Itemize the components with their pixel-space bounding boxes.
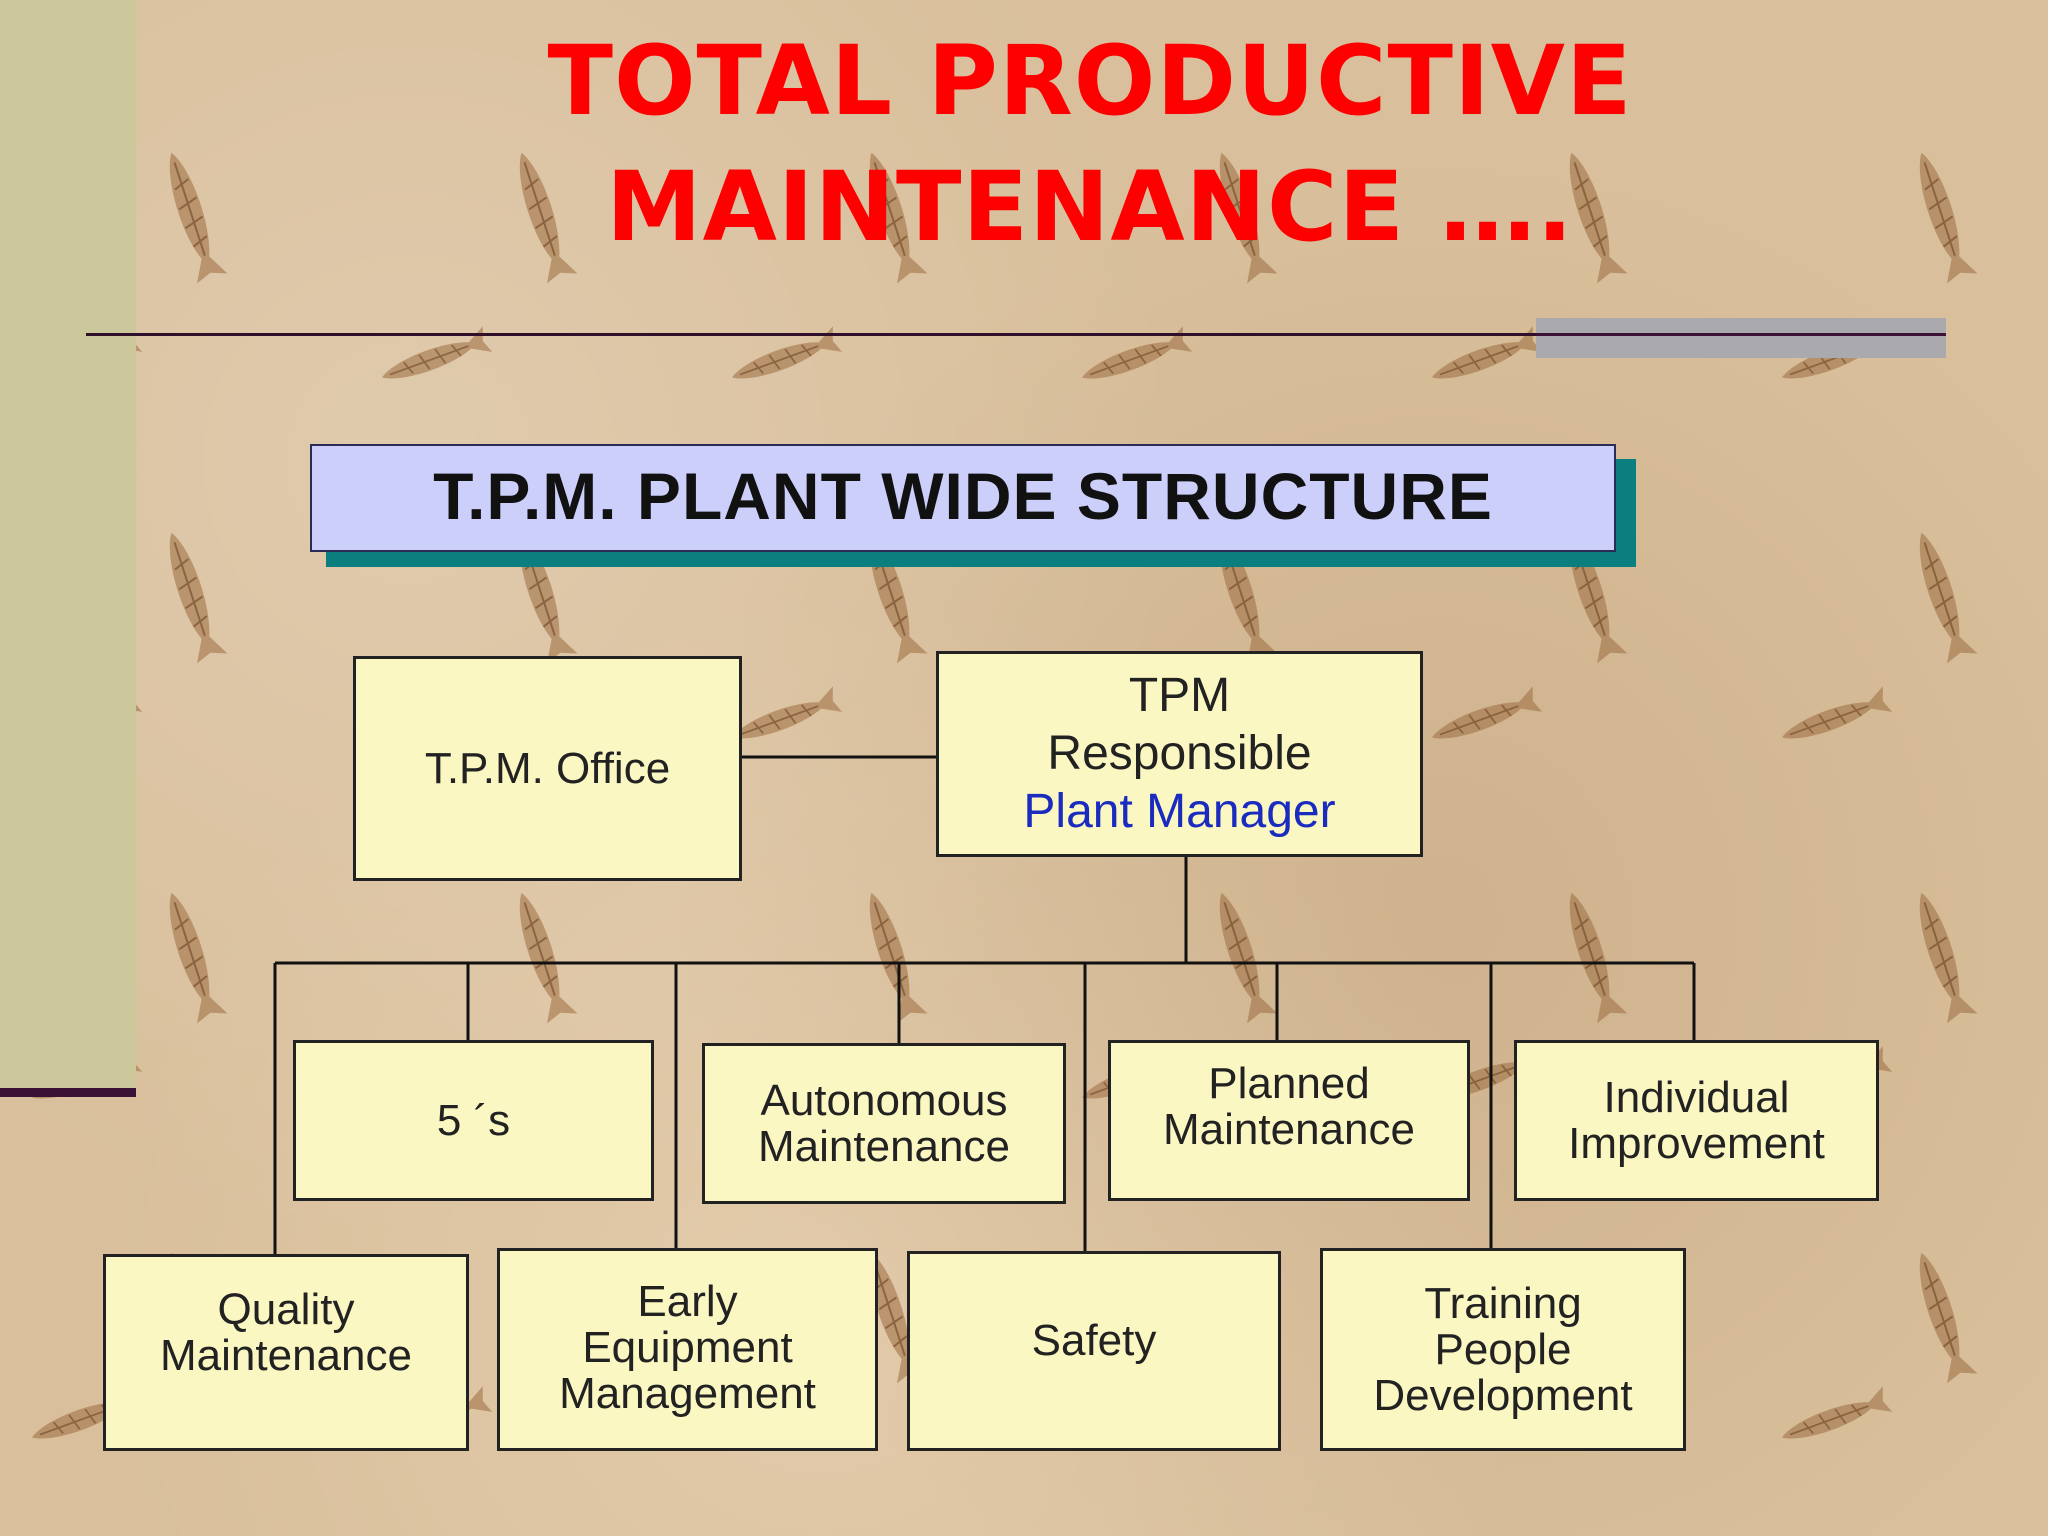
title-rule-accent-line — [1536, 333, 1946, 336]
node-autonomous-maintenance: Autonomous Maintenance — [702, 1043, 1066, 1204]
title-line-2: MAINTENANCE …. — [606, 151, 1574, 263]
fossil-fish — [869, 892, 928, 1024]
node-autonomous-line-2: Maintenance — [758, 1121, 1010, 1171]
node-early-line-1: Early — [637, 1277, 738, 1326]
fossil-fish — [1782, 1386, 1893, 1439]
node-responsible-line-1: TPM — [1128, 669, 1231, 722]
fossil-fish — [1919, 1252, 1978, 1384]
fossil-fish — [732, 686, 843, 739]
node-quality-line-2: Maintenance — [160, 1331, 412, 1380]
fossil-fish — [732, 326, 843, 379]
node-planned-maintenance: Planned Maintenance — [1108, 1040, 1470, 1201]
left-accent-bar — [0, 0, 136, 1088]
node-5s: 5 ´s — [293, 1040, 654, 1201]
node-individual-line-1: Individual — [1603, 1072, 1790, 1122]
fossil-fish — [1219, 152, 1278, 284]
fossil-fish — [1919, 892, 1978, 1024]
fossil-fish — [382, 326, 493, 379]
node-training-people-development: Training People Development — [1320, 1248, 1686, 1451]
fossil-fish — [1432, 686, 1543, 739]
node-training-line-2: People — [1434, 1325, 1572, 1374]
section-banner: T.P.M. PLANT WIDE STRUCTURE — [310, 444, 1616, 552]
fossil-fish — [1219, 892, 1278, 1024]
fossil-fish — [169, 152, 228, 284]
fossil-fish — [519, 892, 578, 1024]
node-tpm-office-label: T.P.M. Office — [424, 743, 671, 793]
fossil-fish — [1569, 152, 1628, 284]
node-planned-line-1: Planned — [1208, 1059, 1370, 1108]
node-tpm-office: T.P.M. Office — [353, 656, 742, 881]
node-autonomous-line-1: Autonomous — [760, 1075, 1008, 1125]
fossil-fish — [869, 152, 928, 284]
node-tpm-responsible: TPM Responsible Plant Manager — [936, 651, 1423, 857]
node-safety-label: Safety — [1031, 1316, 1157, 1365]
node-individual-line-2: Improvement — [1568, 1118, 1825, 1168]
node-quality-maintenance: Quality Maintenance — [103, 1254, 469, 1451]
fossil-fish — [869, 1252, 928, 1384]
fossil-fish — [1082, 326, 1193, 379]
node-individual-improvement: Individual Improvement — [1514, 1040, 1879, 1201]
node-quality-line-1: Quality — [217, 1285, 355, 1334]
node-early-line-3: Management — [559, 1369, 816, 1418]
node-responsible-line-3: Plant Manager — [1023, 785, 1336, 838]
left-accent-rule — [0, 1088, 136, 1097]
title-line-1: TOTAL PRODUCTIVE — [547, 25, 1633, 137]
fossil-fish — [169, 532, 228, 664]
fossil-fish — [1919, 152, 1978, 284]
fossil-fish — [519, 152, 578, 284]
fossil-fish — [1432, 326, 1543, 379]
node-training-line-1: Training — [1424, 1279, 1582, 1328]
node-5s-label: 5 ´s — [436, 1095, 511, 1145]
fossil-fish — [1919, 532, 1978, 664]
fossil-fish — [32, 1386, 143, 1439]
fossil-fish — [169, 892, 228, 1024]
node-safety: Safety — [907, 1251, 1281, 1451]
fossil-fish — [1569, 892, 1628, 1024]
node-early-line-2: Equipment — [582, 1323, 793, 1372]
title-rule — [86, 333, 1946, 336]
node-planned-line-2: Maintenance — [1163, 1105, 1415, 1154]
node-responsible-line-2: Responsible — [1047, 727, 1312, 780]
node-early-equipment-management: Early Equipment Management — [497, 1248, 878, 1451]
title-rule-accent — [1536, 318, 1946, 358]
fossil-fish — [1782, 686, 1893, 739]
slide-title: TOTAL PRODUCTIVE MAINTENANCE …. — [420, 18, 1760, 270]
node-training-line-3: Development — [1373, 1371, 1633, 1420]
